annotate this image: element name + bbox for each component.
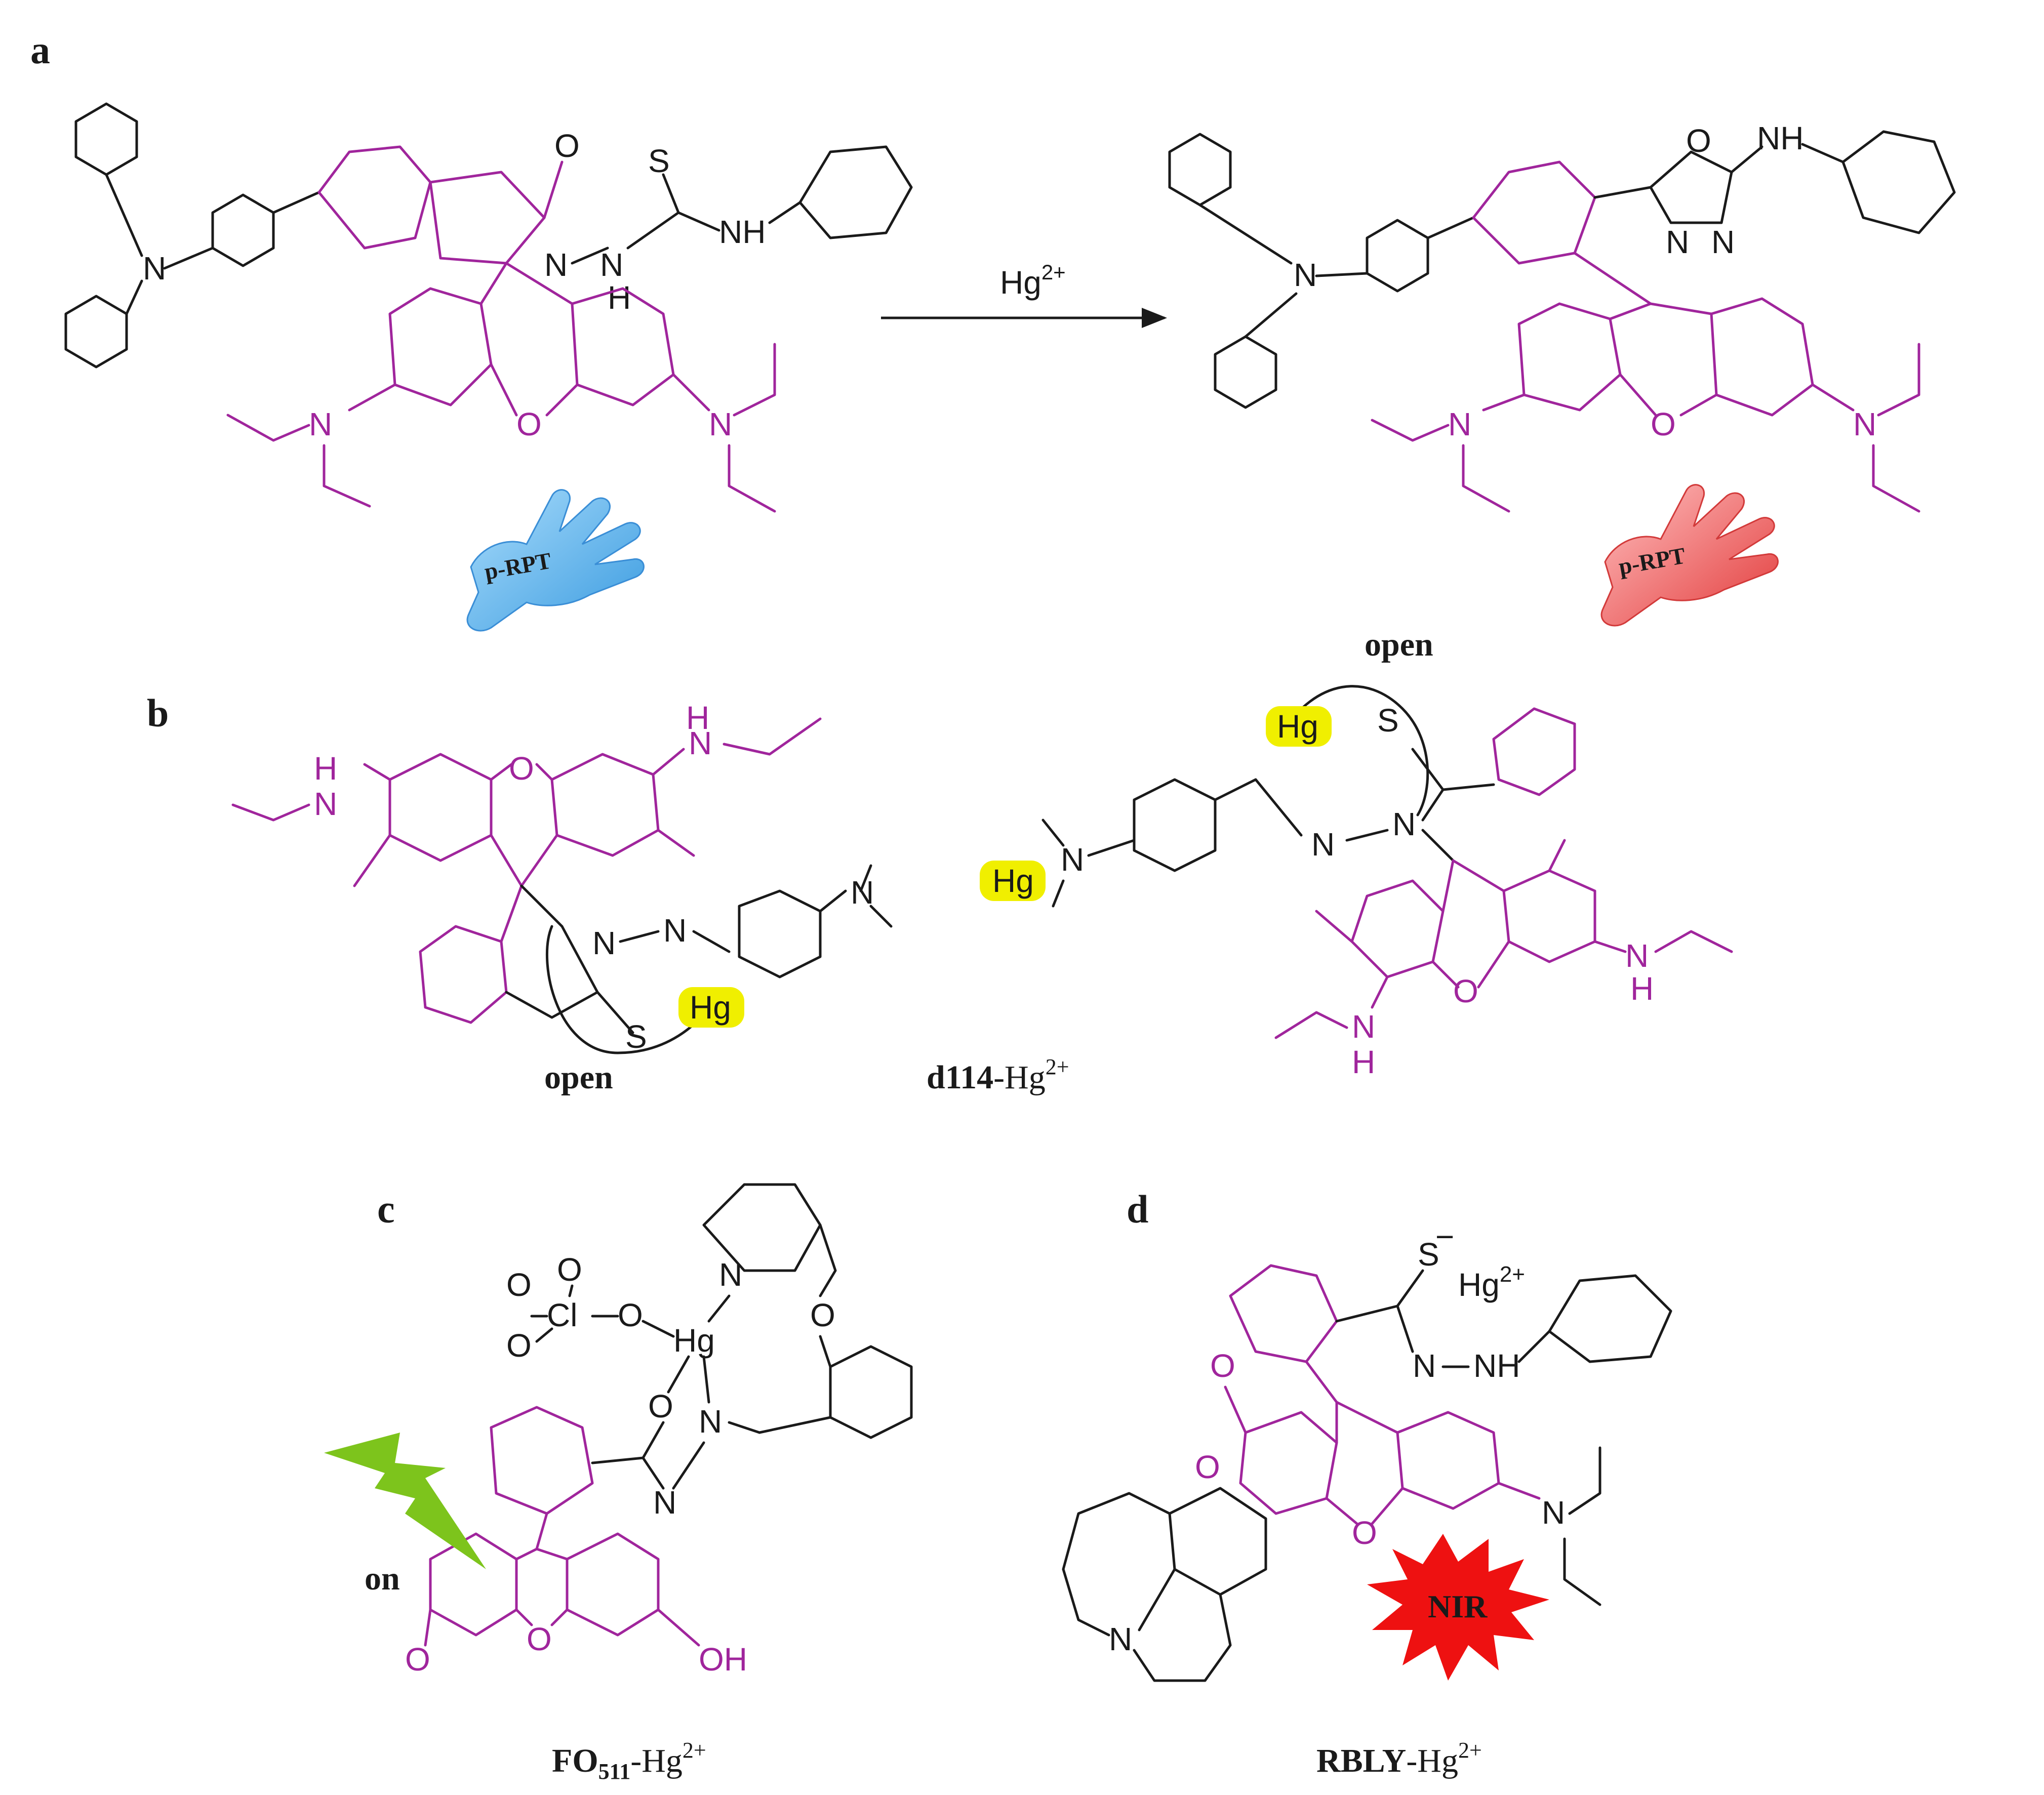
panel-b-caption: d114-Hg2+	[927, 1054, 1069, 1096]
svg-text:N: N	[1413, 1348, 1436, 1384]
nir-starburst-icon: NIR	[1367, 1534, 1549, 1681]
svg-text:N: N	[1448, 406, 1471, 442]
svg-text:N: N	[653, 1484, 676, 1521]
svg-text:N: N	[314, 786, 337, 822]
svg-text:S: S	[648, 143, 670, 179]
svg-text:O: O	[1352, 1515, 1377, 1551]
svg-text:OH: OH	[699, 1641, 747, 1678]
svg-text:N: N	[663, 912, 687, 949]
panel-b-right-molecule: N N N S O N H	[1041, 626, 1733, 1080]
svg-text:N: N	[709, 406, 732, 442]
svg-text:N: N	[1392, 806, 1416, 842]
svg-text:NH: NH	[1473, 1348, 1520, 1384]
ion-label: Hg2+	[1458, 1262, 1525, 1303]
hg-badge-left	[678, 987, 744, 1028]
panel-d: d S − Hg2+ N NH O O O N	[1062, 1187, 1672, 1779]
svg-text:H: H	[608, 279, 631, 316]
svg-text:S: S	[1377, 702, 1399, 739]
svg-text:N: N	[1711, 224, 1735, 260]
panel-c: c N Hg O O O Cl O O O N N	[324, 1183, 913, 1784]
svg-text:O: O	[554, 128, 580, 164]
svg-text:O: O	[648, 1388, 673, 1424]
svg-text:N: N	[1294, 257, 1317, 293]
svg-text:O: O	[405, 1641, 430, 1678]
svg-text:O: O	[516, 406, 542, 442]
hg-badge-center-label: Hg	[992, 863, 1034, 899]
svg-text:N: N	[143, 250, 166, 287]
svg-text:N: N	[1061, 841, 1084, 878]
svg-text:N: N	[1352, 1008, 1375, 1045]
panel-b-label: b	[147, 691, 169, 735]
hg-badge-center	[980, 861, 1046, 901]
reaction-arrow: Hg2+	[881, 260, 1167, 328]
svg-text:−: −	[1435, 1218, 1454, 1255]
svg-text:O: O	[618, 1297, 643, 1333]
hg-badge-left-label: Hg	[690, 989, 731, 1026]
panel-d-label: d	[1127, 1187, 1148, 1231]
lightning-bolt-icon	[324, 1433, 486, 1569]
svg-text:N: N	[689, 725, 712, 761]
svg-text:H: H	[1352, 1044, 1375, 1080]
svg-text:O: O	[557, 1251, 582, 1288]
panel-d-molecule: S − Hg2+ N NH O O O N N	[1062, 1218, 1672, 1682]
panel-c-label: c	[377, 1187, 395, 1231]
svg-text:O: O	[1453, 973, 1478, 1009]
svg-text:N: N	[1625, 937, 1649, 974]
svg-text:O: O	[527, 1621, 552, 1657]
svg-text:N: N	[699, 1403, 722, 1440]
svg-text:N: N	[544, 247, 568, 283]
svg-text:O: O	[506, 1267, 532, 1303]
svg-text:H: H	[1630, 970, 1654, 1007]
svg-text:O: O	[810, 1297, 835, 1333]
glove-red-icon: p-RPT	[1600, 484, 1779, 627]
hg-badge-right-label: Hg	[1277, 708, 1318, 745]
svg-text:H: H	[686, 700, 709, 736]
panel-a-left-molecule: N O N N H S NH O	[64, 102, 913, 513]
open-label-top: open	[1365, 626, 1433, 663]
svg-text:O: O	[506, 1327, 532, 1364]
glove-blue-icon: p-RPT	[466, 489, 645, 632]
svg-text:NH: NH	[719, 214, 766, 250]
svg-text:Cl: Cl	[547, 1297, 577, 1333]
panel-b: b O H N H N N S	[147, 626, 1733, 1096]
panel-c-caption: FO511-Hg2+	[552, 1738, 706, 1784]
svg-text:O: O	[509, 750, 534, 787]
svg-text:S: S	[1418, 1236, 1439, 1273]
svg-text:N: N	[719, 1256, 742, 1293]
panel-b-left-molecule: O H N H N N S N N	[231, 700, 893, 1096]
svg-text:Hg: Hg	[673, 1322, 715, 1359]
svg-text:O: O	[1210, 1348, 1235, 1384]
hg-badge-right	[1266, 706, 1332, 747]
svg-text:N: N	[1109, 1621, 1132, 1657]
panel-a-right-molecule: N O N N NH O N N	[1168, 120, 1956, 513]
svg-text:O: O	[1195, 1449, 1220, 1485]
panel-c-molecule: N Hg O O O Cl O O O N N	[405, 1183, 913, 1678]
svg-text:N: N	[309, 406, 332, 442]
panel-d-caption: RBLY-Hg2+	[1316, 1738, 1482, 1779]
svg-text:NH: NH	[1757, 120, 1803, 156]
svg-text:N: N	[851, 874, 874, 911]
svg-text:S: S	[625, 1018, 647, 1055]
arrow-label: Hg2+	[1000, 260, 1066, 301]
svg-text:N: N	[600, 247, 623, 283]
svg-text:N: N	[1666, 224, 1689, 260]
panel-a-label: a	[30, 28, 50, 72]
nir-label: NIR	[1428, 1588, 1488, 1624]
svg-text:N: N	[1311, 826, 1335, 863]
panel-a: a N O N N H S NH	[30, 28, 1956, 632]
svg-text:N: N	[1853, 406, 1876, 442]
svg-text:N: N	[1542, 1494, 1565, 1531]
svg-text:N: N	[592, 925, 616, 961]
svg-text:H: H	[314, 750, 337, 787]
svg-text:O: O	[1651, 406, 1676, 442]
on-label: on	[365, 1560, 400, 1597]
svg-text:O: O	[1686, 123, 1711, 159]
open-label-bottom: open	[544, 1059, 613, 1096]
